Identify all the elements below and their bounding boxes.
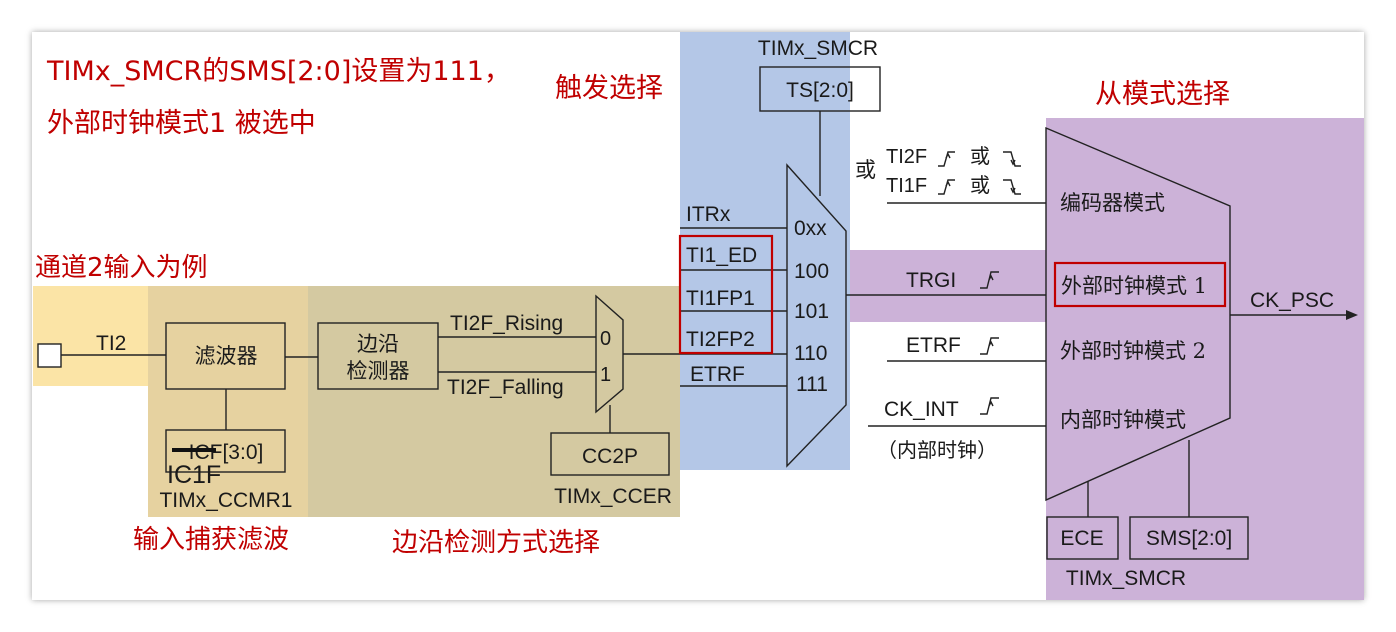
trigger-code-111: 111 xyxy=(796,373,828,396)
ckint-rising-icon xyxy=(980,397,999,415)
slave-mode-region xyxy=(1046,118,1364,600)
edge-detect-region xyxy=(308,286,680,517)
edge-detector-line-1: 边沿 xyxy=(357,332,399,356)
filter-block-label: 滤波器 xyxy=(195,344,258,368)
edge-detector-block xyxy=(317,322,439,390)
trigger-select-region xyxy=(680,32,850,470)
input-pin xyxy=(37,343,62,368)
trigger-mux xyxy=(786,163,847,468)
smcr-bottom-label: TIMx_SMCR xyxy=(1066,567,1186,590)
rising-label: TI2F_Rising xyxy=(450,312,563,335)
etrf-rising-icon xyxy=(980,337,999,355)
ccer-register-label: TIMx_CCER xyxy=(554,485,672,508)
ece-field xyxy=(1046,516,1119,560)
trgi-rising-icon xyxy=(980,271,999,289)
ckint-label: CK_INT xyxy=(884,398,959,421)
polarity-mux xyxy=(595,294,624,414)
channel2-caption: 通道2输入为例 xyxy=(35,253,208,283)
ti2f-rising-icon xyxy=(938,151,955,167)
mode-external-clock-1: 外部时钟模式 1 xyxy=(1061,274,1207,298)
title-line-2: 外部时钟模式1 被选中 xyxy=(47,108,316,139)
icf-field-label: ICF[3:0] xyxy=(189,441,264,464)
ti2f-label: TI2F xyxy=(886,146,927,168)
trigger-code-100: 100 xyxy=(794,260,829,283)
falling-label: TI2F_Falling xyxy=(447,376,564,399)
trigger-input-etrf: ETRF xyxy=(690,363,745,386)
etrf-out-label: ETRF xyxy=(906,334,961,357)
ti1f-label: TI1F xyxy=(886,175,927,197)
trigger-input-ti2fp2: TI2FP2 xyxy=(686,328,755,351)
edge-detect-caption: 边沿检测方式选择 xyxy=(392,528,600,558)
input-pin-region xyxy=(33,286,148,386)
ti-inputs-highlight xyxy=(678,234,774,355)
cc2p-label: CC2P xyxy=(582,445,638,468)
ti2f-falling-icon xyxy=(1003,151,1021,167)
slave-mode-caption: 从模式选择 xyxy=(1095,79,1230,110)
polarity-mux-in0: 0 xyxy=(600,328,611,350)
mode-internal-clock: 内部时钟模式 xyxy=(1060,408,1186,432)
ti1f-or-word: 或 xyxy=(970,173,990,197)
smcr-top-label: TIMx_SMCR xyxy=(758,37,878,60)
title-line-1: TIMx_SMCR的SMS[2:0]设置为111， xyxy=(46,56,511,87)
trigger-input-itrx: ITRx xyxy=(686,203,731,226)
ti1f-falling-icon xyxy=(1003,179,1021,195)
icf-field xyxy=(165,429,286,473)
trigger-code-0xx: 0xx xyxy=(794,217,827,240)
ck-psc-arrow-icon xyxy=(1346,310,1358,320)
or-prefix: 或 xyxy=(855,158,876,182)
trgi-label: TRGI xyxy=(906,269,956,292)
sms-field-label: SMS[2:0] xyxy=(1146,527,1232,550)
input-capture-filter-caption: 输入捕获滤波 xyxy=(133,525,289,555)
trigger-select-caption: 触发选择 xyxy=(555,73,663,104)
ti1f-rising-icon xyxy=(938,179,955,195)
sms-field xyxy=(1129,516,1249,560)
trgi-band xyxy=(850,250,1050,322)
ti2f-or-word: 或 xyxy=(970,144,990,168)
ece-field-label: ECE xyxy=(1060,527,1103,550)
ti2-label: TI2 xyxy=(96,332,126,355)
trigger-code-110: 110 xyxy=(794,342,827,365)
mode-encoder: 编码器模式 xyxy=(1060,191,1165,215)
polarity-mux-in1: 1 xyxy=(600,364,611,386)
edge-detector-line-2: 检测器 xyxy=(347,359,410,383)
trigger-input-ti1-ed: TI1_ED xyxy=(686,244,757,267)
ts-field-label: TS[2:0] xyxy=(786,79,854,102)
trigger-input-ti1fp1: TI1FP1 xyxy=(686,287,755,310)
trigger-code-101: 101 xyxy=(794,300,829,323)
external-clock-1-highlight xyxy=(1053,261,1227,308)
ccmr-register-label: TIMx_CCMR1 xyxy=(159,489,292,512)
slave-mode-mux xyxy=(1045,126,1231,502)
cc2p-block xyxy=(550,432,670,476)
filter-region xyxy=(148,286,308,517)
ck-psc-label: CK_PSC xyxy=(1250,289,1334,312)
ckint-note: （内部时钟） xyxy=(877,438,997,462)
mode-external-clock-2: 外部时钟模式 2 xyxy=(1060,339,1206,363)
ic1f-overwrite: IC1F xyxy=(167,461,221,489)
